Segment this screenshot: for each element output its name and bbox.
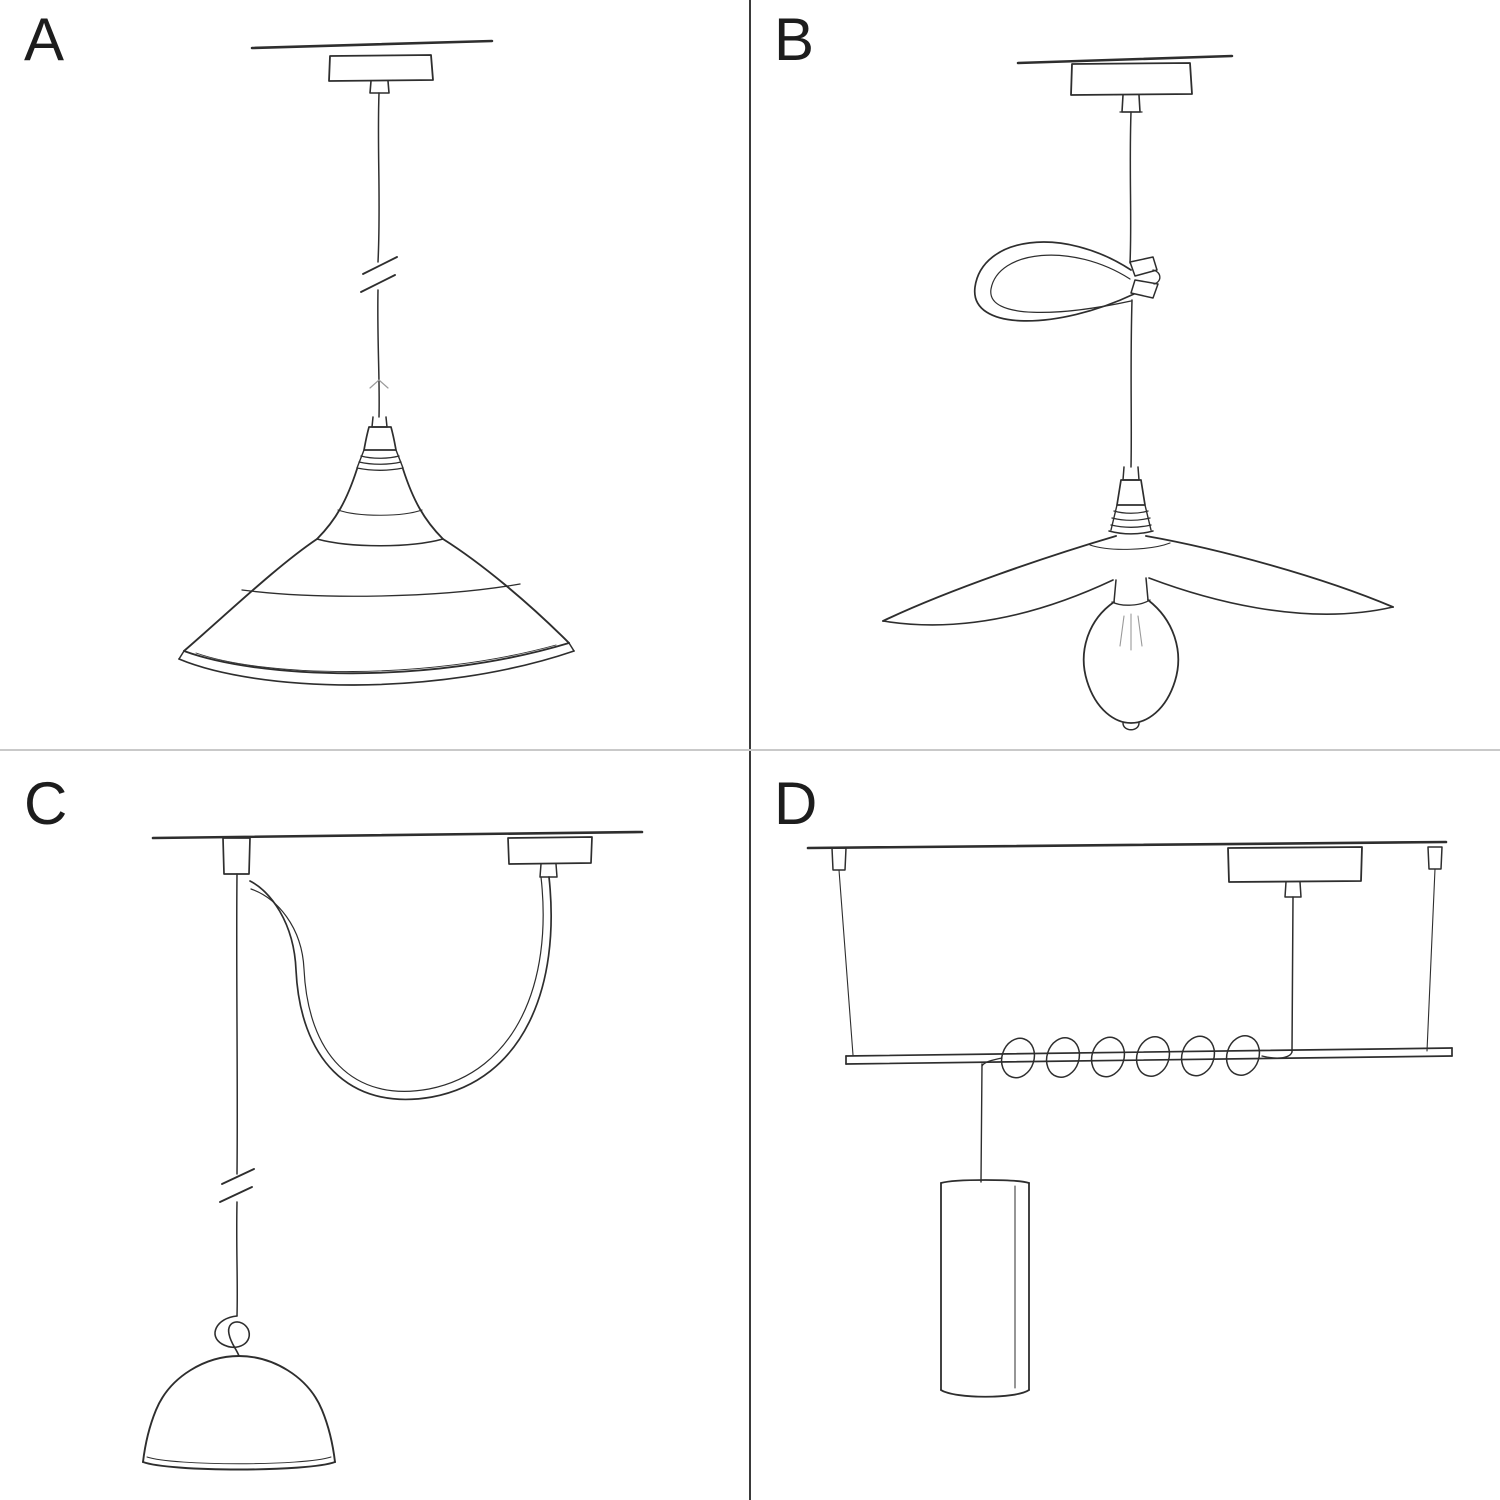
horizontal-bar <box>845 1047 1453 1065</box>
horizontal-divider <box>0 749 1500 751</box>
ceiling-line <box>151 830 644 840</box>
panel-a-sketch <box>178 39 575 686</box>
industrial-lampshade <box>178 468 575 686</box>
ceiling-rose <box>507 836 593 878</box>
coiled-cable <box>981 1035 1293 1079</box>
swag-pendant-bell-shade-illustration <box>142 830 644 1471</box>
ceiling-rose <box>1070 62 1193 113</box>
panel-a: A <box>0 0 750 750</box>
cable-length-arrow-icon <box>369 379 389 389</box>
ceiling-rose <box>1227 846 1363 1053</box>
panel-b-sketch <box>882 54 1394 731</box>
pendant-cable <box>360 92 398 418</box>
cable-clip-with-loop <box>974 241 1161 322</box>
panel-d-label: D <box>774 770 819 837</box>
bell-lampshade <box>142 1355 336 1471</box>
lamp-holder <box>1108 466 1154 535</box>
pendant-industrial-shade-illustration <box>178 39 575 686</box>
panel-d: D <box>750 750 1500 1500</box>
drop-cable <box>980 1063 983 1183</box>
ceiling-line <box>250 39 494 50</box>
pendant-cable <box>219 873 255 1317</box>
panel-b: B <box>750 0 1500 750</box>
swag-cable <box>249 876 552 1101</box>
suspension-wires <box>831 846 1443 1056</box>
pendant-flat-shade-bulb-illustration <box>882 54 1394 731</box>
panel-d-sketch <box>806 840 1453 1398</box>
tube-lampshade <box>940 1179 1030 1398</box>
panel-b-label: B <box>774 6 816 73</box>
ceiling-rose <box>328 54 434 94</box>
panel-a-label: A <box>24 6 66 73</box>
lamp-holder <box>356 416 404 471</box>
pendant-cable <box>1129 111 1133 468</box>
bulb-filament-icon <box>1119 613 1143 651</box>
light-bulb <box>1082 577 1180 731</box>
panel-c-sketch <box>142 830 644 1471</box>
flat-plate-lampshade <box>882 535 1394 626</box>
ceiling-hook <box>222 837 251 875</box>
ceiling-bar-coiled-cable-tube-illustration <box>806 840 1453 1398</box>
cable-knot <box>214 1315 251 1357</box>
panel-c-label: C <box>24 770 69 837</box>
panel-c: C <box>0 750 750 1500</box>
ceiling-line <box>1016 54 1234 65</box>
ceiling-line <box>806 840 1448 850</box>
